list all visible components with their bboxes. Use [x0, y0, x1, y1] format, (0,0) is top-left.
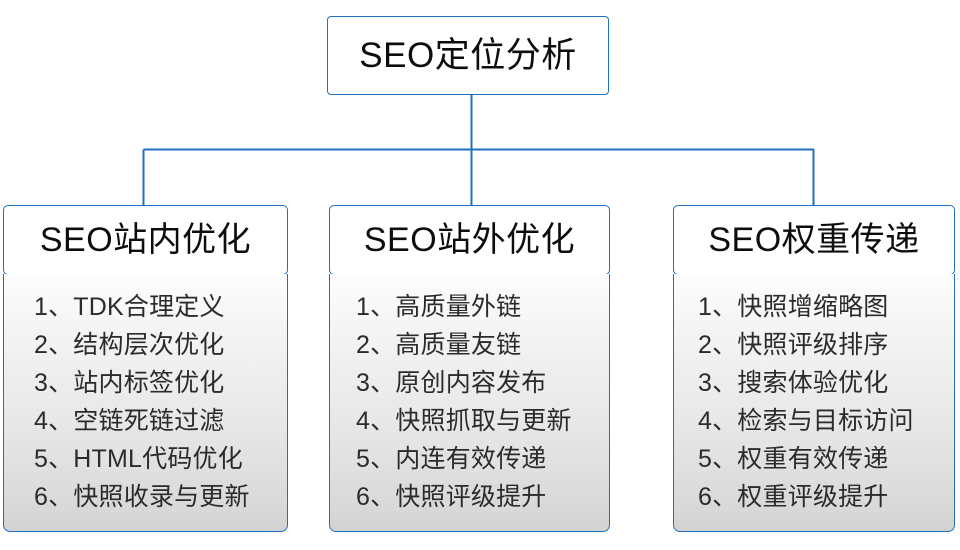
list-item: 5、权重有效传递 [698, 445, 889, 473]
root-node-title: SEO定位分析 [359, 36, 577, 75]
list-item: 1、快照增缩略图 [698, 293, 889, 321]
branch-card-1-title: SEO站内优化 [39, 221, 252, 259]
branch-card-3[interactable]: SEO权重传递 1、快照增缩略图 2、快照评级排序 3、搜索体验优化 4、检索与… [673, 205, 955, 532]
list-item: 2、结构层次优化 [34, 331, 225, 359]
list-item: 5、内连有效传递 [356, 445, 547, 473]
list-item: 6、权重评级提升 [698, 483, 889, 511]
list-item: 6、快照收录与更新 [34, 483, 250, 511]
list-item: 6、快照评级提升 [356, 483, 547, 511]
list-item: 3、站内标签优化 [34, 369, 225, 397]
list-item: 4、快照抓取与更新 [356, 407, 572, 435]
list-item: 2、快照评级排序 [698, 331, 889, 359]
list-item: 3、原创内容发布 [356, 369, 547, 397]
branch-card-3-list: 1、快照增缩略图 2、快照评级排序 3、搜索体验优化 4、检索与目标访问 5、权… [674, 288, 954, 516]
list-item: 4、空链死链过滤 [34, 407, 225, 435]
branch-card-2-header[interactable]: SEO站外优化 [329, 205, 610, 275]
branch-card-1-header[interactable]: SEO站内优化 [3, 205, 288, 275]
list-item: 1、高质量外链 [356, 293, 522, 321]
branch-card-3-title: SEO权重传递 [708, 221, 920, 259]
branch-card-2-body: 1、高质量外链 2、高质量友链 3、原创内容发布 4、快照抓取与更新 5、内连有… [329, 274, 610, 532]
branch-card-2-title: SEO站外优化 [363, 221, 576, 259]
branch-card-1[interactable]: SEO站内优化 1、TDK合理定义 2、结构层次优化 3、站内标签优化 4、空链… [3, 205, 288, 532]
branch-card-2[interactable]: SEO站外优化 1、高质量外链 2、高质量友链 3、原创内容发布 4、快照抓取与… [329, 205, 610, 532]
root-node[interactable]: SEO定位分析 [327, 16, 609, 95]
list-item: 1、TDK合理定义 [34, 293, 225, 321]
branch-card-2-list: 1、高质量外链 2、高质量友链 3、原创内容发布 4、快照抓取与更新 5、内连有… [330, 288, 609, 516]
branch-card-1-body: 1、TDK合理定义 2、结构层次优化 3、站内标签优化 4、空链死链过滤 5、H… [3, 274, 288, 532]
list-item: 5、HTML代码优化 [34, 445, 243, 473]
branch-card-3-header[interactable]: SEO权重传递 [673, 205, 955, 275]
branch-card-3-body: 1、快照增缩略图 2、快照评级排序 3、搜索体验优化 4、检索与目标访问 5、权… [673, 274, 955, 532]
list-item: 2、高质量友链 [356, 331, 522, 359]
list-item: 3、搜索体验优化 [698, 369, 889, 397]
branch-card-1-list: 1、TDK合理定义 2、结构层次优化 3、站内标签优化 4、空链死链过滤 5、H… [4, 288, 287, 516]
list-item: 4、检索与目标访问 [698, 407, 914, 435]
